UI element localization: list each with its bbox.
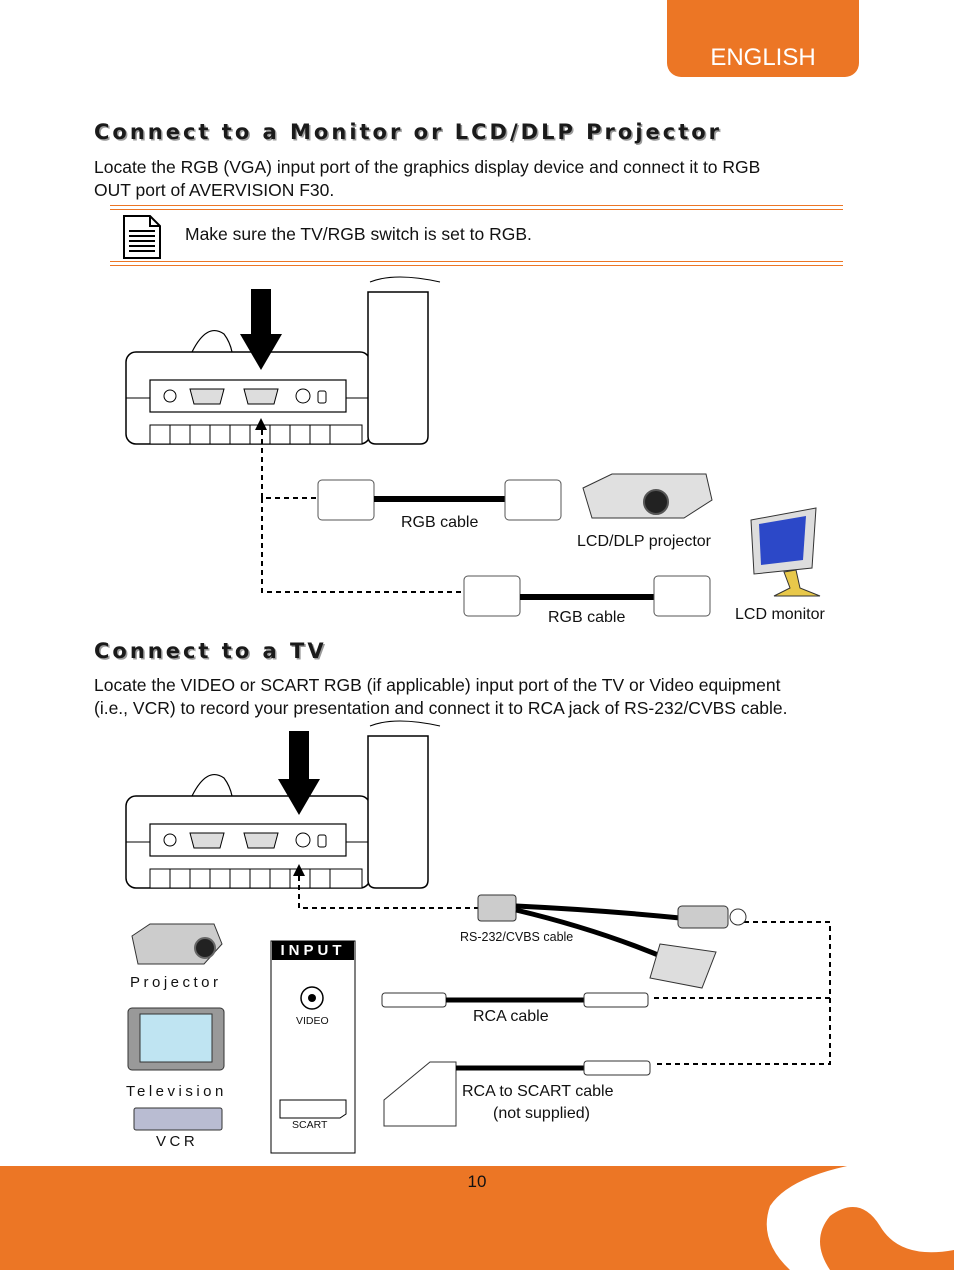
projector-device-label: Projector bbox=[130, 974, 222, 991]
monitor-label: LCD monitor bbox=[735, 606, 825, 623]
input-panel-title: INPUT bbox=[272, 941, 354, 960]
section-title-monitor: Connect to a Monitor or LCD/DLP Projecto… bbox=[94, 120, 723, 144]
section-body-monitor-line2: OUT port of AVERVISION F30. bbox=[94, 180, 335, 200]
television-icon bbox=[127, 1007, 225, 1071]
section-title-tv: Connect to a TV bbox=[94, 639, 327, 663]
rca-to-scart-cable bbox=[383, 1060, 651, 1127]
cvbs-cable-label: RS-232/CVBS cable bbox=[460, 930, 574, 944]
television-label: Television bbox=[126, 1083, 227, 1100]
scart-cable-label-2: (not supplied) bbox=[493, 1105, 590, 1122]
footer-logo-icon bbox=[766, 1154, 954, 1270]
connection-diagrams bbox=[125, 276, 831, 1154]
video-jack-icon bbox=[300, 986, 324, 1010]
rgb-cable-1 bbox=[317, 479, 562, 521]
scart-port-icon bbox=[279, 1099, 347, 1119]
video-jack-label: VIDEO bbox=[296, 1015, 329, 1027]
scart-cable-label-1: RCA to SCART cable bbox=[462, 1083, 614, 1100]
language-tab: ENGLISH bbox=[667, 0, 859, 77]
projector-icon bbox=[131, 923, 223, 965]
rca-cable-label: RCA cable bbox=[473, 1008, 549, 1025]
note-top-rule bbox=[110, 205, 843, 210]
insert-arrow-icon bbox=[240, 289, 282, 370]
rgb-cable-label-1: RGB cable bbox=[401, 514, 479, 531]
rgb-cable-2 bbox=[463, 575, 711, 617]
rs232-port-icon bbox=[295, 388, 311, 404]
page-number: 10 bbox=[467, 1172, 487, 1191]
vcr-label: VCR bbox=[156, 1133, 199, 1150]
scart-port-label: SCART bbox=[292, 1119, 328, 1131]
section-body-tv-line2: (i.e., VCR) to record your presentation … bbox=[94, 698, 788, 718]
dc-port-icon bbox=[163, 389, 177, 403]
rs232-cvbs-cable bbox=[477, 894, 747, 989]
section-body-tv-line1: Locate the VIDEO or SCART RGB (if applic… bbox=[94, 675, 781, 695]
projector-label: LCD/DLP projector bbox=[577, 533, 711, 550]
rgb-out-port-icon bbox=[243, 388, 279, 405]
rgb-cable-label-2: RGB cable bbox=[548, 609, 626, 626]
note-document-icon bbox=[123, 215, 161, 259]
section-body-monitor-line1: Locate the RGB (VGA) input port of the g… bbox=[94, 157, 761, 177]
document-camera-device-2 bbox=[125, 720, 441, 889]
vcr-icon bbox=[133, 1107, 223, 1131]
lcd-monitor-icon bbox=[750, 507, 821, 597]
lcd-projector-icon bbox=[582, 473, 713, 519]
document-camera-device bbox=[125, 276, 441, 445]
usb-port-icon bbox=[317, 390, 327, 404]
note-text: Make sure the TV/RGB switch is set to RG… bbox=[185, 224, 532, 244]
insert-arrow-icon-2 bbox=[278, 731, 320, 815]
rgb-in-port-icon bbox=[189, 388, 225, 405]
note-bottom-rule bbox=[110, 261, 843, 266]
rca-cable bbox=[381, 992, 649, 1008]
